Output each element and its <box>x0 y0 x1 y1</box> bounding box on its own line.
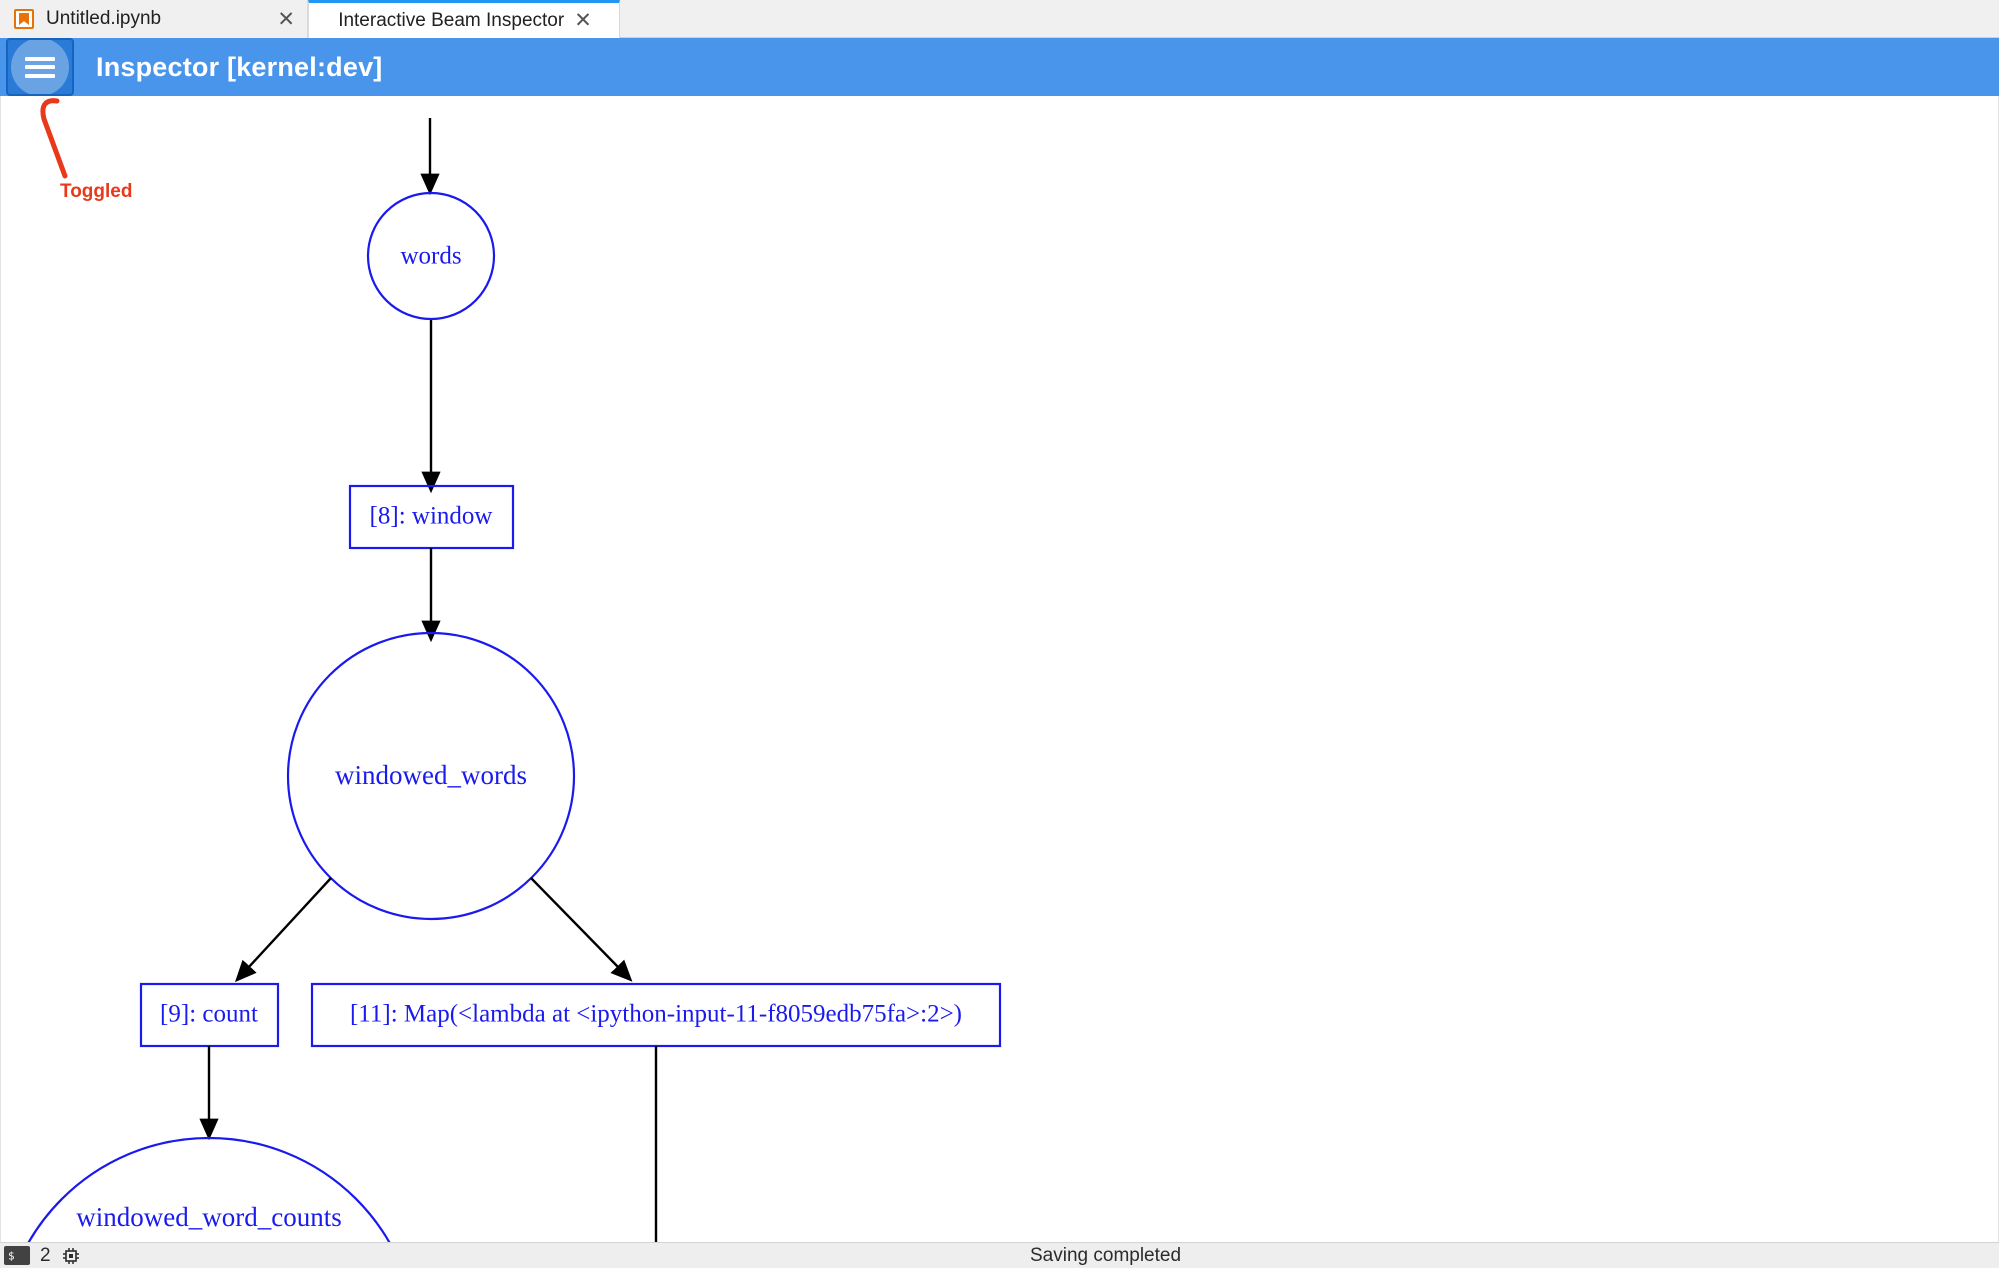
page-title: Inspector [kernel:dev] <box>96 51 383 82</box>
node-words-label: words <box>400 243 461 270</box>
node-window[interactable]: [8]: window <box>348 484 515 550</box>
inspector-header: Inspector [kernel:dev] <box>0 38 1999 96</box>
tab-untitled-ipynb[interactable]: Untitled.ipynb ✕ <box>0 0 308 38</box>
hamburger-menu-button[interactable] <box>6 38 74 96</box>
tab-label: Interactive Beam Inspector <box>338 9 565 31</box>
node-windowed-word-counts-label: windowed_word_counts <box>76 1202 341 1232</box>
tab-label: Untitled.ipynb <box>46 8 162 29</box>
node-count[interactable]: [9]: count <box>139 982 280 1048</box>
kernel-count: 2 <box>40 1244 51 1266</box>
status-message: Saving completed <box>1030 1244 1182 1266</box>
annotation-label: Toggled <box>60 181 133 202</box>
tab-interactive-beam-inspector[interactable]: Interactive Beam Inspector ✕ <box>308 0 620 38</box>
pipeline-graph: words [8]: window windowed_words <box>1 118 1002 1242</box>
node-windowed-words[interactable]: windowed_words <box>286 631 576 921</box>
node-windowed-word-counts[interactable]: windowed_word_counts <box>1 1136 417 1242</box>
node-window-label: [8]: window <box>370 503 493 530</box>
node-map[interactable]: [11]: Map(<lambda at <ipython-input-11-f… <box>310 982 1002 1048</box>
status-bar-left: 2 <box>0 1245 81 1267</box>
node-windowed-words-label: windowed_words <box>335 760 527 790</box>
edge-windowed-words-to-count <box>234 877 332 983</box>
graph-canvas[interactable]: words [8]: window windowed_words <box>0 96 1999 1242</box>
node-words[interactable]: words <box>366 191 496 321</box>
notebook-icon <box>14 9 34 29</box>
tab-bar: Untitled.ipynb ✕ Interactive Beam Inspec… <box>0 0 1999 38</box>
terminal-icon[interactable] <box>4 1246 30 1265</box>
hamburger-menu-icon <box>25 56 55 78</box>
close-icon[interactable]: ✕ <box>574 8 592 32</box>
node-count-label: [9]: count <box>160 1001 258 1028</box>
kernel-chip-icon[interactable] <box>61 1246 81 1266</box>
close-icon[interactable]: ✕ <box>277 6 295 31</box>
status-bar: 2 Saving completed <box>0 1242 1999 1268</box>
node-map-label: [11]: Map(<lambda at <ipython-input-11-f… <box>350 1001 962 1028</box>
edge-windowed-words-to-map <box>530 877 633 982</box>
